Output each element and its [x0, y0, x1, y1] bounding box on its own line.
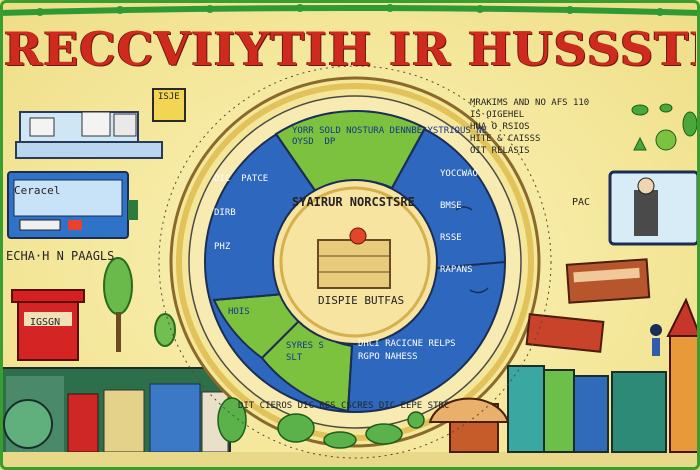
crate-stack-icon — [525, 258, 651, 353]
hub-title: SYAIRUR NORCSTSRE — [292, 195, 415, 209]
window-icon — [608, 170, 700, 246]
bottom-plants-icon — [217, 397, 425, 449]
left-caption: ECHA·H N PAAGLS — [6, 249, 115, 263]
top-right-note: MRAKIMS AND NO AFS 110 IS OIGEHEL HUA O … — [470, 98, 590, 156]
recycling-wheel — [204, 110, 506, 413]
machine-panel-icon — [7, 171, 138, 239]
segment-small-green-text: HOIS — [228, 307, 250, 317]
factory-building-icon — [15, 111, 163, 159]
warehouse-shelves-icon — [0, 367, 231, 459]
hub-subtitle: DISPIE BUTFAS — [318, 294, 405, 307]
poster-title: RECCVIIYTIH IR HUSSSTLFM — [4, 22, 696, 76]
segment-right-blue-text: YOCCWAO BMSE RSSE RAPANS — [440, 169, 478, 275]
recycling-bin-icon — [11, 289, 85, 361]
left-panel-label: Ceracel — [14, 184, 61, 197]
tree-icon — [103, 257, 176, 352]
bin-label: IGSGN — [30, 317, 61, 328]
hub-flower-icon — [349, 227, 367, 245]
arrow-doodle-icon — [455, 206, 489, 294]
building-tower-icon — [650, 297, 700, 453]
leaf-border — [0, 4, 700, 16]
ground-strip — [0, 452, 700, 470]
leaf-sprouts-icon — [631, 103, 698, 151]
segment-bottom-blue-text: DHCI RACICNE RELPS RGPO NAHESS — [358, 339, 456, 362]
dashed-orbit — [158, 65, 552, 459]
badge-note: ISJE — [152, 88, 186, 122]
right-window-label: PAC — [572, 197, 591, 208]
segment-top-green-text: YORR SOLD NOSTURA DENNBE YSTRIOUS NE OYS… — [292, 126, 488, 147]
city-buildings-icon — [428, 365, 667, 453]
segment-bottom-green-text: SYRES S SLT — [286, 341, 324, 363]
badge-text: ISJE — [158, 92, 180, 102]
segment-left-blue-text: DIC PATCE DIRB PHZ — [214, 174, 269, 252]
hub-building-icon — [317, 239, 391, 289]
bottom-row-text: DIT CIEROS DIC RES CSCRES DIC EEPE STRC — [238, 401, 450, 411]
